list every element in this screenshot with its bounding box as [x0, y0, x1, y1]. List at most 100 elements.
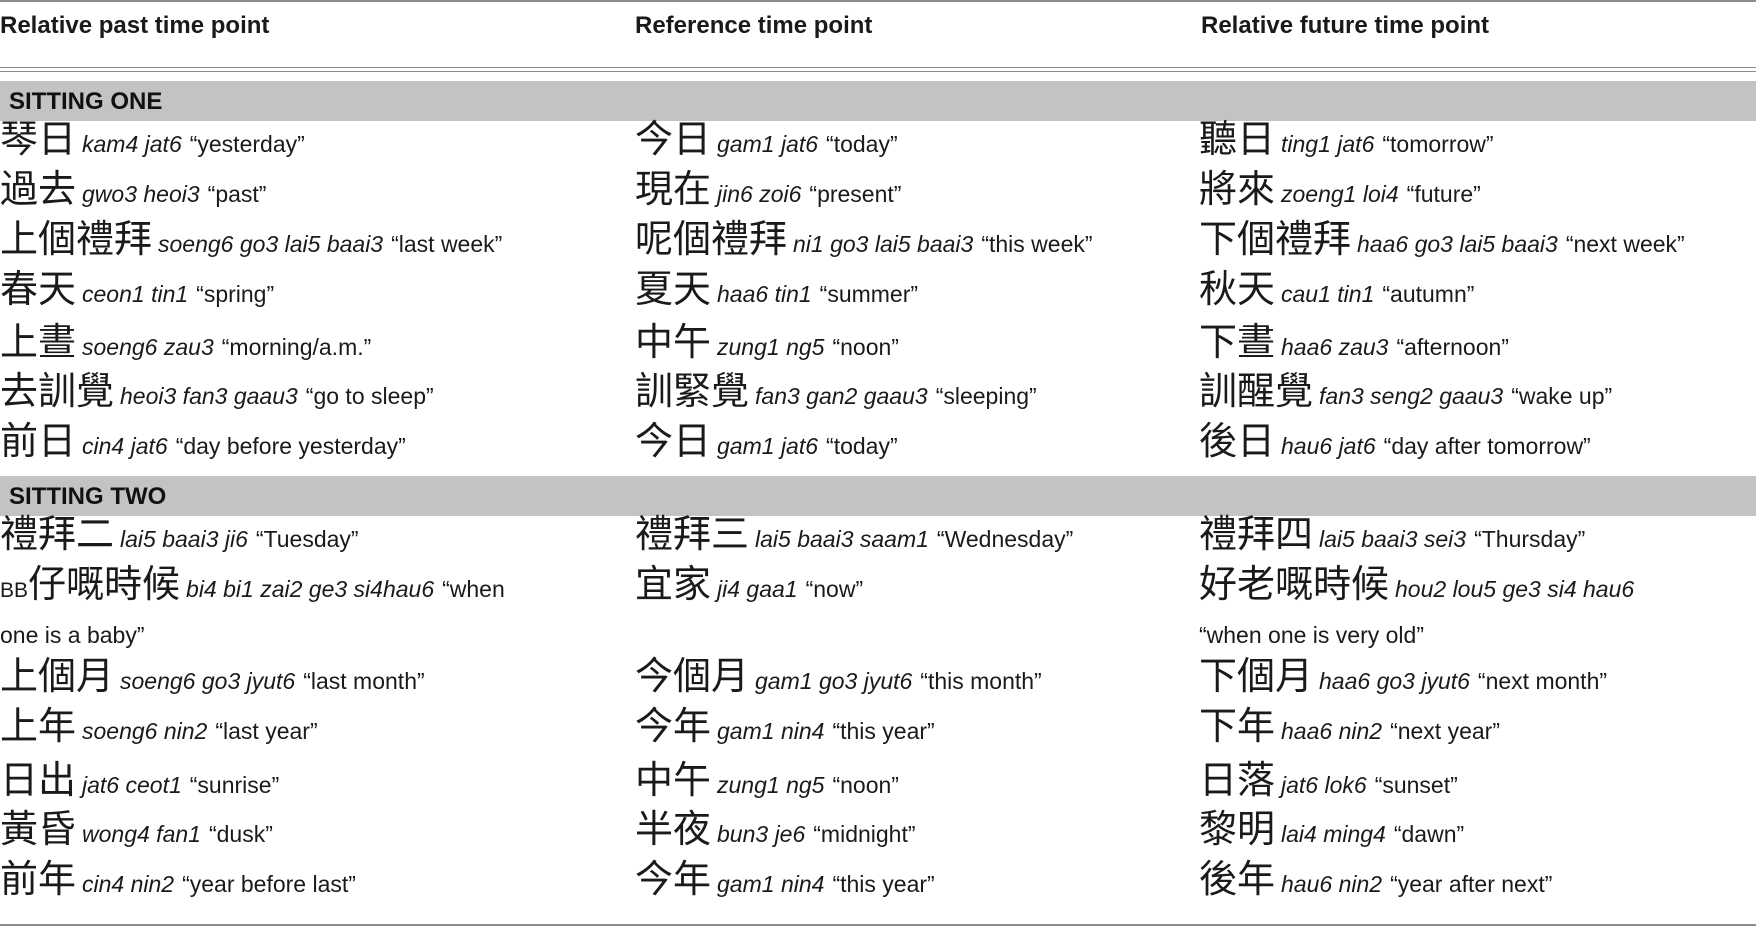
cell-jyutping: ni1 go3 lai5 baai3	[793, 231, 974, 257]
cell-hanzi: 訓緊覺	[635, 369, 750, 413]
cell-gloss: “now”	[805, 576, 864, 602]
cell-gloss: “day after tomorrow”	[1383, 433, 1591, 459]
cell-gloss: “future”	[1406, 181, 1481, 207]
cell-jyutping: jat6 ceot1	[82, 772, 182, 798]
bottom-rule	[0, 924, 1756, 926]
cell-hanzi: 上個禮拜	[0, 217, 153, 261]
cell-jyutping: hau6 nin2	[1281, 871, 1383, 897]
cell-jyutping: heoi3 fan3 gaau3	[120, 383, 298, 409]
cell-jyutping: jat6 lok6	[1281, 772, 1367, 798]
cell-hanzi: 中午	[635, 320, 712, 364]
cell-hanzi: 禮拜三	[635, 512, 750, 556]
cell-jyutping: gam1 jat6	[717, 131, 819, 157]
cell-hanzi: 後日	[1199, 419, 1276, 463]
cell-gloss: “sunrise”	[189, 772, 280, 798]
cell-hanzi: 下個月	[1199, 654, 1314, 698]
cell-gloss: “last month”	[303, 668, 425, 694]
cell-gloss: “noon”	[832, 772, 899, 798]
cell-gloss: “this month”	[920, 668, 1042, 694]
cell-jyutping: lai5 baai3 saam1	[755, 526, 929, 552]
cell-jyutping: ceon1 tin1	[82, 281, 189, 307]
cell-hanzi: 禮拜四	[1199, 512, 1314, 556]
cell-jyutping: bi4 bi1 zai2 ge3 si4hau6	[186, 576, 435, 602]
column-header-future: Relative future time point	[1201, 12, 1490, 39]
cell-gloss: “wake up”	[1511, 383, 1613, 409]
cell-gloss: “afternoon”	[1396, 334, 1509, 360]
cell-jyutping: ji4 gaa1	[717, 576, 798, 602]
cell-hanzi: 今年	[635, 857, 712, 901]
cell-hanzi: 前日	[0, 419, 77, 463]
cell-hanzi: 日出	[0, 758, 77, 802]
cell-jyutping: gwo3 heoi3	[82, 181, 200, 207]
cell-hanzi: 去訓覺	[0, 369, 115, 413]
cell-jyutping: bun3 je6	[717, 821, 806, 847]
cell-hanzi: 半夜	[635, 807, 712, 851]
cell-jyutping: lai5 baai3 ji6	[120, 526, 248, 552]
cell-jyutping: cin4 nin2	[82, 871, 175, 897]
cell-hanzi: 今個月	[635, 654, 750, 698]
cell-jyutping: ting1 jat6	[1281, 131, 1375, 157]
cell-gloss: “dawn”	[1393, 821, 1465, 847]
cell-hanzi: 好老嘅時候	[1199, 562, 1390, 606]
section-label-sitting-two: SITTING TWO	[9, 483, 167, 510]
cell-hanzi: 黃昏	[0, 807, 77, 851]
cell-gloss: “today”	[826, 131, 898, 157]
cell-gloss: “next year”	[1390, 718, 1500, 744]
cell-gloss: “this week”	[981, 231, 1093, 257]
cell-jyutping: soeng6 zau3	[82, 334, 214, 360]
section-label-sitting-one: SITTING ONE	[9, 88, 163, 115]
cell-gloss: “present”	[809, 181, 902, 207]
cell-hanzi: 下晝	[1199, 320, 1276, 364]
cell-gloss: “day before yesterday”	[175, 433, 406, 459]
cell-hanzi: 春天	[0, 267, 77, 311]
section-band-sitting-two: SITTING TWO	[0, 476, 1756, 516]
cell-gloss: “Wednesday”	[936, 526, 1074, 552]
cell-jyutping: hau6 jat6	[1281, 433, 1376, 459]
cell-jyutping: zung1 ng5	[717, 334, 825, 360]
cell-gloss: “past”	[207, 181, 267, 207]
cell-hanzi: 訓醒覺	[1199, 369, 1314, 413]
cell-jyutping: fan3 gan2 gaau3	[755, 383, 928, 409]
cell-jyutping: jin6 zoi6	[717, 181, 802, 207]
cell-gloss: “go to sleep”	[305, 383, 434, 409]
cell-hanzi: 今年	[635, 704, 712, 748]
cell-hanzi: 夏天	[635, 267, 712, 311]
cell-hanzi: 前年	[0, 857, 77, 901]
cell-jyutping: cin4 jat6	[82, 433, 168, 459]
cell-gloss: “next month”	[1477, 668, 1608, 694]
cell-gloss: “summer”	[819, 281, 919, 307]
cell-hanzi: 下年	[1199, 704, 1276, 748]
cell-jyutping: soeng6 go3 lai5 baai3	[158, 231, 384, 257]
cell-hanzi: 秋天	[1199, 267, 1276, 311]
cell-jyutping: gam1 nin4	[717, 871, 825, 897]
cell-hanzi: 上個月	[0, 654, 115, 698]
cell-hanzi: 後年	[1199, 857, 1276, 901]
cell-hanzi: 仔嘅時候	[28, 562, 181, 606]
cell-jyutping: zung1 ng5	[717, 772, 825, 798]
cell-hanzi: 將來	[1199, 167, 1276, 211]
cell-jyutping: haa6 go3 lai5 baai3	[1357, 231, 1558, 257]
column-header-past: Relative past time point	[0, 12, 270, 39]
